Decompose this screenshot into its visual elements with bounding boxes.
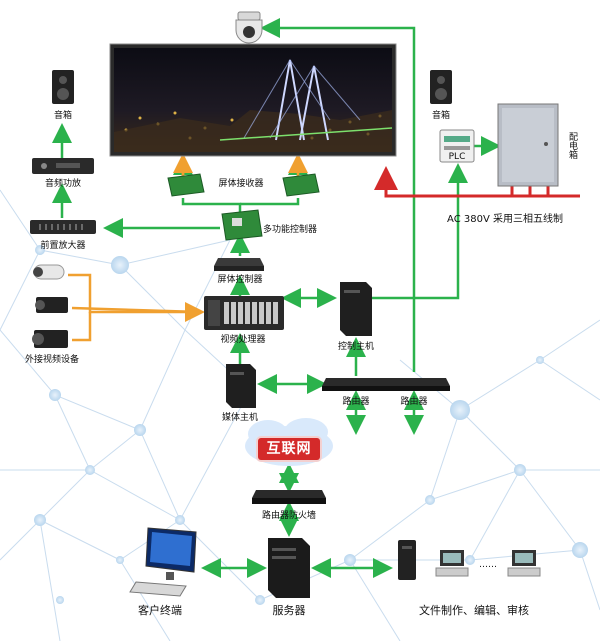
screen-receiver-label: 屏体接收器	[218, 179, 264, 189]
client-terminal-label: 客户终端	[138, 604, 182, 617]
speaker-right-label: 音箱	[431, 111, 451, 121]
pre-amp-label: 前置放大器	[40, 241, 86, 251]
workstations-label: 文件制作、编辑、审核	[419, 604, 529, 617]
media-host-icon	[226, 364, 256, 408]
router-2-icon	[382, 378, 450, 391]
power-line-label: AC 380V 采用三相五线制	[447, 214, 563, 225]
speaker-left-icon	[52, 70, 74, 104]
dome-camera-icon	[235, 11, 263, 44]
multi-controller-icon	[221, 209, 263, 241]
speaker-left-label: 音箱	[53, 111, 73, 121]
external-video-label: 外接视频设备	[24, 355, 80, 365]
distribution-box-label: 配电箱	[567, 132, 577, 159]
orange-connections	[68, 153, 308, 342]
plc-icon	[439, 129, 475, 163]
multi-controller-label: 多功能控制器	[262, 225, 318, 235]
screen-controller-icon	[214, 258, 264, 271]
control-host-label: 控制主机	[337, 342, 375, 352]
plc-label: PLC	[448, 152, 466, 162]
media-host-label: 媒体主机	[221, 413, 259, 423]
internet-badge: 互联网	[258, 438, 320, 460]
router-1-label: 路由器	[342, 397, 370, 407]
client-terminal-icon	[129, 527, 197, 597]
background-nodes	[34, 245, 588, 605]
router-firewall-label: 路由器防火墙	[261, 511, 317, 521]
screen-receiver-icon	[167, 173, 320, 197]
router-firewall-icon	[252, 490, 326, 504]
pre-amp-icon	[30, 220, 96, 234]
video-processor-label: 视频处理器	[220, 335, 266, 345]
control-host-icon	[340, 282, 372, 336]
green-connections	[52, 18, 501, 578]
audio-amp-label: 音频功放	[44, 179, 82, 189]
screen-controller-label: 屏体控制器	[217, 275, 263, 285]
router-1-icon	[322, 378, 390, 391]
red-power-lines	[374, 166, 580, 198]
video-processor-icon	[204, 296, 284, 330]
distribution-box-icon	[497, 103, 559, 187]
led-screen	[109, 43, 397, 157]
external-video-devices-icon	[32, 264, 68, 348]
workstations-dots: ……	[479, 560, 497, 570]
speaker-right-icon	[430, 70, 452, 104]
audio-amp-icon	[32, 158, 94, 174]
workstations-icon	[398, 540, 541, 580]
server-label: 服务器	[272, 604, 306, 617]
router-2-label: 路由器	[400, 397, 428, 407]
server-icon	[268, 538, 310, 598]
